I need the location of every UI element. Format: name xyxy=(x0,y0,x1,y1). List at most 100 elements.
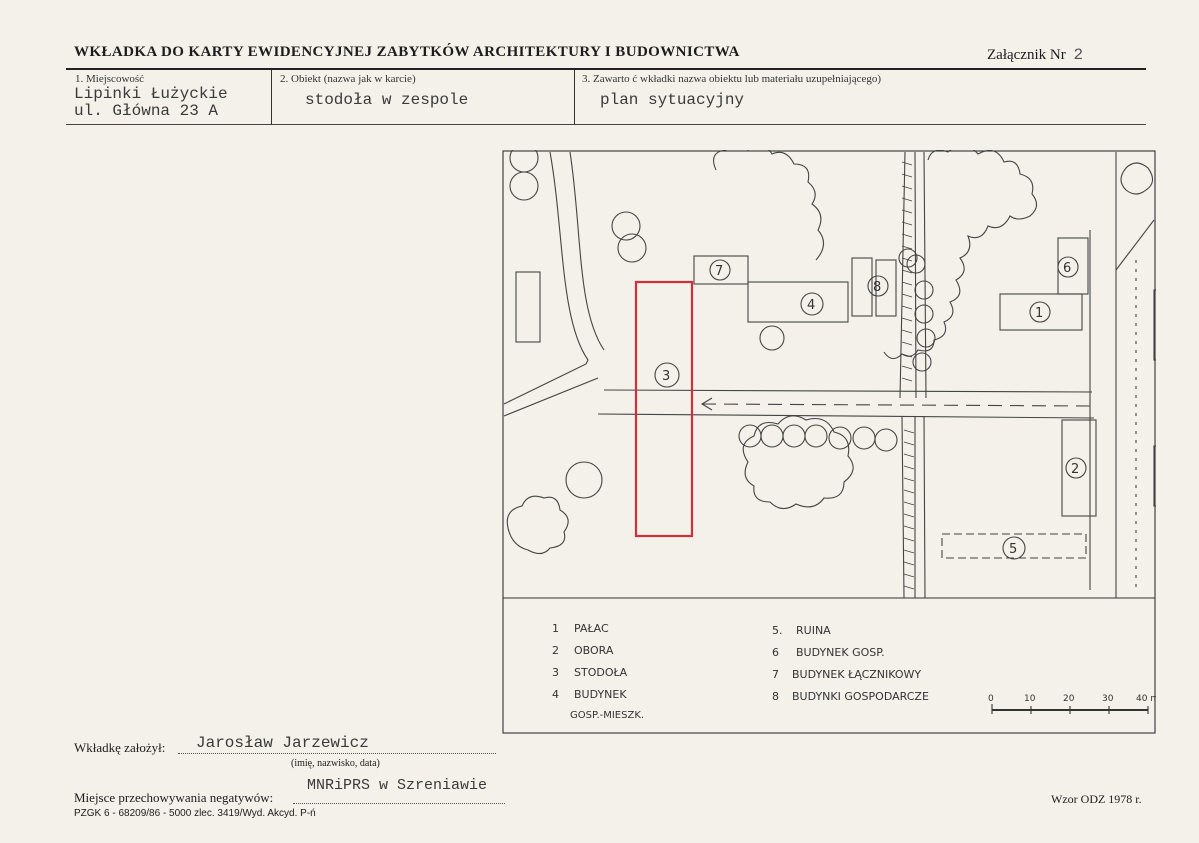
legend-2-text: OBORA xyxy=(574,644,614,657)
shrub-cluster-southwest xyxy=(506,495,569,555)
legend-4-text-cont: GOSP.-MIESZK. xyxy=(570,710,644,721)
building-number-text-1: 1 xyxy=(1035,306,1043,321)
field-content-value: plan sytuacyjny xyxy=(600,91,745,109)
road-edge-west-lower xyxy=(503,377,599,417)
plan-frame xyxy=(502,150,1156,734)
building-lacznikowy xyxy=(693,255,749,285)
legend-8-text: BUDYNKI GOSPODARCZE xyxy=(792,690,929,703)
tree-northeast-corner xyxy=(1120,162,1154,195)
main-road-north-edge xyxy=(603,389,1093,393)
tree-avenue-south xyxy=(782,424,806,448)
building-number-8 xyxy=(867,275,889,297)
legend-7-num: 7 xyxy=(772,668,779,681)
building-number-5 xyxy=(1002,536,1026,560)
treeline-north xyxy=(713,150,825,261)
field-object-value: stodoła w zespole xyxy=(305,91,469,109)
building-palace xyxy=(999,293,1083,331)
field-divider-2 xyxy=(574,70,575,125)
tree-avenue-south xyxy=(760,424,784,448)
tree xyxy=(914,304,934,324)
legend-1-num: 1 xyxy=(552,622,559,635)
attachment-number: Załącznik Nr 2 xyxy=(987,46,1083,64)
building-number-text-2: 2 xyxy=(1071,462,1079,477)
tree-avenue-south xyxy=(874,428,898,452)
tree xyxy=(509,171,539,201)
building-number-3 xyxy=(654,362,680,388)
road-arrow xyxy=(700,397,713,411)
legend-4-num: 4 xyxy=(552,688,559,701)
building-number-text-5: 5 xyxy=(1009,542,1017,557)
avenue-edge-1 xyxy=(899,151,906,399)
building-stodola xyxy=(634,280,694,538)
legend-6-num: 6 xyxy=(772,646,779,659)
legend-1-text: PAŁAC xyxy=(574,622,609,635)
negatives-label: Miejsce przechowywania negatywów: xyxy=(74,790,274,805)
legend-4-text: BUDYNEK xyxy=(574,688,627,701)
tree xyxy=(617,233,647,263)
negatives-value: MNRiPRS w Szreniawie xyxy=(307,777,488,794)
building-west xyxy=(515,271,541,343)
attachment-label: Załącznik Nr xyxy=(987,47,1066,63)
building-8a xyxy=(851,257,873,317)
legend-5-text: RUINA xyxy=(796,624,831,637)
field-divider-1 xyxy=(271,70,272,125)
fields-bottom-rule xyxy=(66,124,1146,125)
field-content-label: 3. Zawarto ć wkładki nazwa obiektu lub m… xyxy=(582,73,882,85)
main-road-center xyxy=(701,403,1093,407)
scale-bar xyxy=(991,704,1149,714)
west-road-edge xyxy=(569,151,605,351)
building-number-text-4: 4 xyxy=(807,298,815,313)
scale-label-20: 20 xyxy=(1063,694,1075,704)
form-title: WKŁADKA DO KARTY EWIDENCYJNEJ ZABYTKÓW A… xyxy=(74,44,740,60)
building-number-7 xyxy=(709,259,731,281)
building-number-1 xyxy=(1029,301,1051,323)
tree xyxy=(759,325,785,351)
founder-label: Wkładkę założył: xyxy=(74,740,166,755)
tree xyxy=(611,211,641,241)
building-4 xyxy=(747,281,849,323)
building-number-text-8: 8 xyxy=(873,280,881,295)
building-east-1 xyxy=(1153,289,1156,361)
attachment-value: 2 xyxy=(1073,46,1084,64)
avenue-edge-2 xyxy=(914,151,917,399)
field-location-label: 1. Miejscowość xyxy=(75,73,145,85)
founder-hint: (imię, nazwisko, data) xyxy=(291,758,380,769)
building-8b xyxy=(875,259,897,317)
form-code: Wzor ODZ 1978 r. xyxy=(1051,792,1142,806)
avenue-hatching xyxy=(901,161,915,590)
shrub-cluster-central xyxy=(742,415,854,510)
building-obora xyxy=(1061,419,1097,517)
site-plan: 1 2 3 4 5 6 7 8 1 PAŁAC 2 OBORA 3 STODOŁ… xyxy=(502,150,1156,734)
building-number-text-7: 7 xyxy=(715,264,723,279)
founder-value: Jarosław Jarzewicz xyxy=(196,734,369,752)
scale-label-40: 40 m xyxy=(1136,694,1156,704)
avenue-edge-6 xyxy=(923,415,926,599)
legend-6-text: BUDYNEK GOSP. xyxy=(796,646,885,659)
west-road xyxy=(503,151,589,405)
field-object-label: 2. Obiekt (nazwa jak w karcie) xyxy=(280,73,416,85)
tree xyxy=(912,352,932,372)
tree xyxy=(916,328,936,348)
building-number-6 xyxy=(1057,256,1079,278)
scale-label-0: 0 xyxy=(988,694,994,704)
print-code: PZGK 6 - 68209/86 - 5000 zlec. 3419/Wyd.… xyxy=(74,808,316,819)
building-number-4 xyxy=(800,292,824,316)
avenue-edge-3 xyxy=(923,151,927,399)
tree xyxy=(565,461,603,499)
legend-7-text: BUDYNEK ŁĄCZNIKOWY xyxy=(792,668,921,681)
scale-label-10: 10 xyxy=(1024,694,1036,704)
tree xyxy=(898,248,918,268)
legend-8-num: 8 xyxy=(772,690,779,703)
tree-avenue-south xyxy=(804,424,828,448)
field-location-value-1: Lipinki Łużyckie xyxy=(74,85,228,103)
building-ruina xyxy=(941,533,1087,559)
legend-5-num: 5. xyxy=(772,624,783,637)
building-number-text-6: 6 xyxy=(1063,261,1071,276)
tree-avenue-south xyxy=(828,426,852,450)
tree-avenue-south xyxy=(852,426,876,450)
legend-3-num: 3 xyxy=(552,666,559,679)
field-location-value-2: ul. Główna 23 A xyxy=(74,102,219,120)
tree xyxy=(509,150,539,173)
scale-label-30: 30 xyxy=(1102,694,1114,704)
legend-3-text: STODOŁA xyxy=(574,666,628,679)
